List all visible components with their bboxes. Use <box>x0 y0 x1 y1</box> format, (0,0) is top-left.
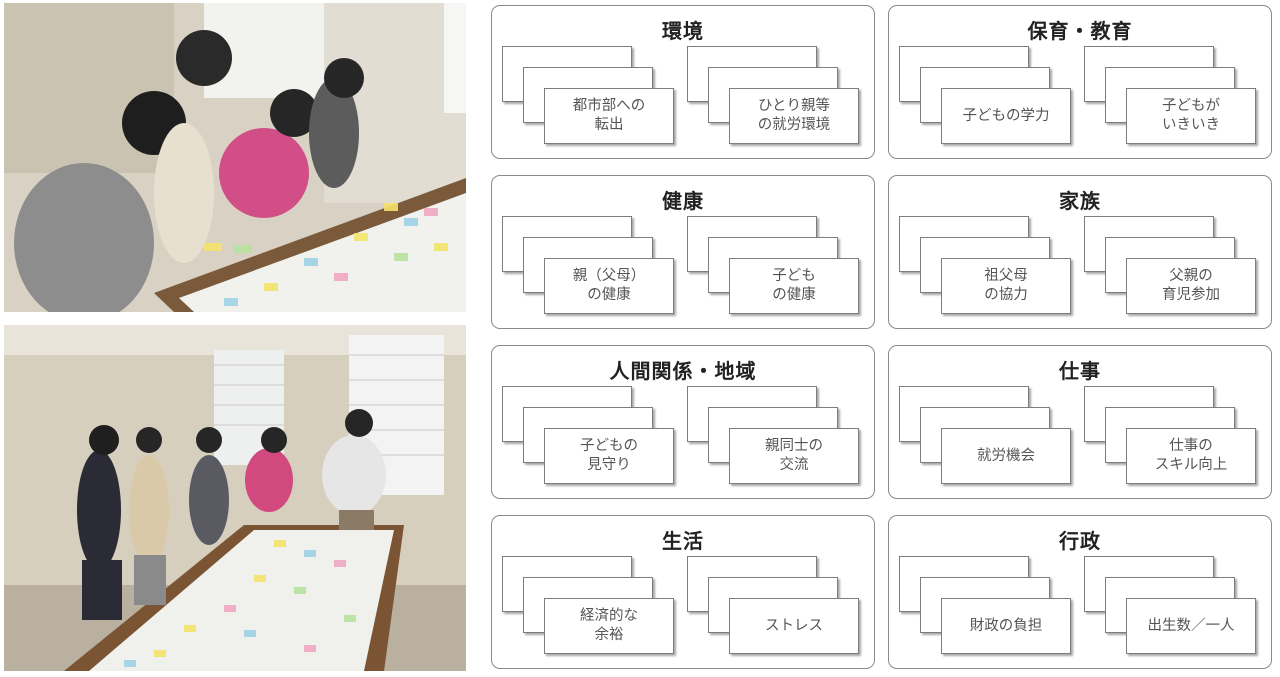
card-front: 財政の負担 <box>941 598 1071 654</box>
category-title: 人間関係・地域 <box>609 359 757 383</box>
category-title: 行政 <box>1059 529 1101 553</box>
card-front: 子ども の健康 <box>729 258 859 314</box>
category-title: 環境 <box>662 19 704 43</box>
card-front: 都市部への 転出 <box>544 88 674 144</box>
workshop-photo-top-image <box>4 3 466 312</box>
card-front: ひとり親等 の就労環境 <box>729 88 859 144</box>
category-title: 家族 <box>1059 189 1101 213</box>
card-front: 父親の 育児参加 <box>1126 258 1256 314</box>
category-box-work: 仕事 就労機会 仕事の スキル向上 <box>888 345 1272 499</box>
card-front: 経済的な 余裕 <box>544 598 674 654</box>
card-front: 出生数／一人 <box>1126 598 1256 654</box>
card-front: 子どもの 見守り <box>544 428 674 484</box>
card-front: 仕事の スキル向上 <box>1126 428 1256 484</box>
category-box-relationships-community: 人間関係・地域 子どもの 見守り 親同士の 交流 <box>491 345 875 499</box>
category-title: 保育・教育 <box>1027 19 1133 43</box>
category-title: 生活 <box>662 529 704 553</box>
category-box-living: 生活 経済的な 余裕 ストレス <box>491 515 875 669</box>
card-front: 親（父母） の健康 <box>544 258 674 314</box>
category-title: 仕事 <box>1059 359 1101 383</box>
category-box-environment: 環境 都市部への 転出 ひとり親等 の就労環境 <box>491 5 875 159</box>
category-box-administration: 行政 財政の負担 出生数／一人 <box>888 515 1272 669</box>
category-box-childcare-education: 保育・教育 子どもの学力 子どもが いきいき <box>888 5 1272 159</box>
category-box-family: 家族 祖父母 の協力 父親の 育児参加 <box>888 175 1272 329</box>
workshop-photo-bottom-image <box>4 325 466 671</box>
card-front: ストレス <box>729 598 859 654</box>
card-front: 就労機会 <box>941 428 1071 484</box>
card-front: 親同士の 交流 <box>729 428 859 484</box>
card-front: 子どもの学力 <box>941 88 1071 144</box>
category-box-health: 健康 親（父母） の健康 子ども の健康 <box>491 175 875 329</box>
workshop-photo-bottom <box>4 325 466 671</box>
workshop-photo-top <box>4 3 466 312</box>
category-title: 健康 <box>662 189 704 213</box>
card-front: 子どもが いきいき <box>1126 88 1256 144</box>
card-front: 祖父母 の協力 <box>941 258 1071 314</box>
